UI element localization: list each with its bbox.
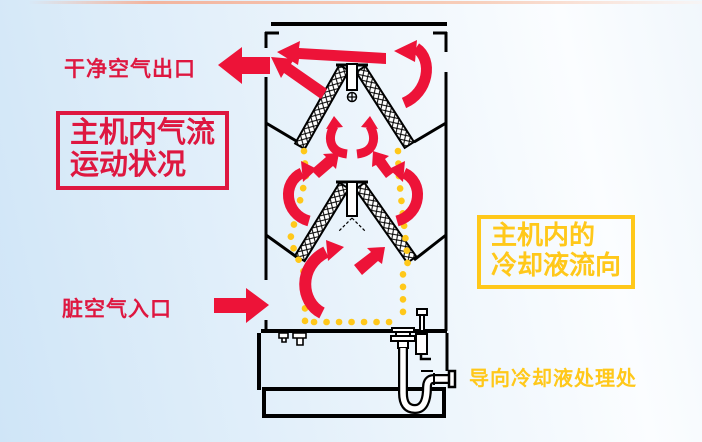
mid-left-curl-arrowhead bbox=[301, 161, 317, 182]
injector-fitting bbox=[415, 308, 431, 361]
filter-lower bbox=[293, 180, 418, 265]
mid-left-band-arrow bbox=[311, 153, 339, 178]
lower-funnel-lines bbox=[265, 233, 447, 262]
inlet-big-curl-arrowhead bbox=[326, 240, 344, 261]
left-corner-bracket bbox=[264, 31, 279, 48]
airflow-arrows bbox=[214, 40, 432, 323]
diagonal-outlet-arrow bbox=[271, 57, 327, 99]
mid-right-curl-arrow bbox=[394, 167, 424, 227]
dirty-air-inlet-arrow bbox=[214, 288, 269, 323]
filter-upper-right-leg bbox=[354, 64, 416, 150]
drain-pipe bbox=[390, 327, 457, 415]
coolant-destination-label: 导向冷却液处理处 bbox=[469, 368, 637, 390]
upper-apex-right-horn-arrow bbox=[356, 123, 378, 159]
coolant-dotted-path-right bbox=[394, 147, 412, 326]
filter-upper-bolt-icon bbox=[346, 91, 358, 103]
collection-tank bbox=[262, 387, 446, 418]
machine-outline bbox=[257, 22, 449, 418]
upper-apex-left-horn-head bbox=[326, 116, 343, 129]
upper-funnel-lines bbox=[265, 121, 447, 144]
floor-nozzles bbox=[278, 332, 307, 346]
filter-upper-apex-post bbox=[346, 63, 358, 91]
filter-lower-right-leg bbox=[354, 181, 418, 265]
mid-right-band-arrow bbox=[372, 151, 394, 178]
drain-outlet-cap bbox=[447, 369, 457, 389]
airflow-legend-line1: 主机内气流 bbox=[70, 117, 216, 149]
airflow-legend-box: 主机内气流 运动状况 bbox=[56, 111, 230, 190]
right-corner-bracket bbox=[433, 31, 448, 52]
drain-flange bbox=[390, 327, 416, 349]
mid-left-curl-arrow bbox=[282, 167, 312, 227]
clean-air-outlet-arrow bbox=[218, 47, 270, 84]
upper-apex-left-horn-arrow bbox=[326, 123, 348, 159]
drain-elbow-joints bbox=[421, 370, 435, 385]
clean-air-outlet-label: 干净空气出口 bbox=[64, 57, 196, 81]
airflow-legend-line2: 运动状况 bbox=[70, 149, 187, 182]
mid-right-curl-arrowhead bbox=[389, 161, 405, 182]
drain-pipe-inner bbox=[400, 348, 449, 412]
filter-upper-left-leg bbox=[293, 63, 351, 151]
filter-lower-spray-lines bbox=[337, 217, 367, 233]
coolant-legend-line1: 主机内的 bbox=[491, 221, 596, 250]
top-right-curl-arrow bbox=[401, 43, 432, 109]
upper-apex-right-horn-head bbox=[361, 116, 378, 129]
top-accent-strip bbox=[28, 1, 702, 4]
top-flow-arrow bbox=[277, 41, 386, 65]
lower-band-arrow bbox=[354, 247, 385, 275]
dirty-air-inlet-label: 脏空气入口 bbox=[62, 297, 172, 321]
filter-lower-apex-post bbox=[346, 181, 358, 217]
coolant-legend-line2: 冷却液流向 bbox=[491, 250, 622, 280]
filter-upper bbox=[293, 63, 416, 151]
top-right-curl-arrowhead bbox=[394, 40, 417, 62]
inlet-big-curl-arrow bbox=[299, 246, 330, 319]
coolant-legend-box: 主机内的 冷却液流向 bbox=[477, 215, 636, 289]
